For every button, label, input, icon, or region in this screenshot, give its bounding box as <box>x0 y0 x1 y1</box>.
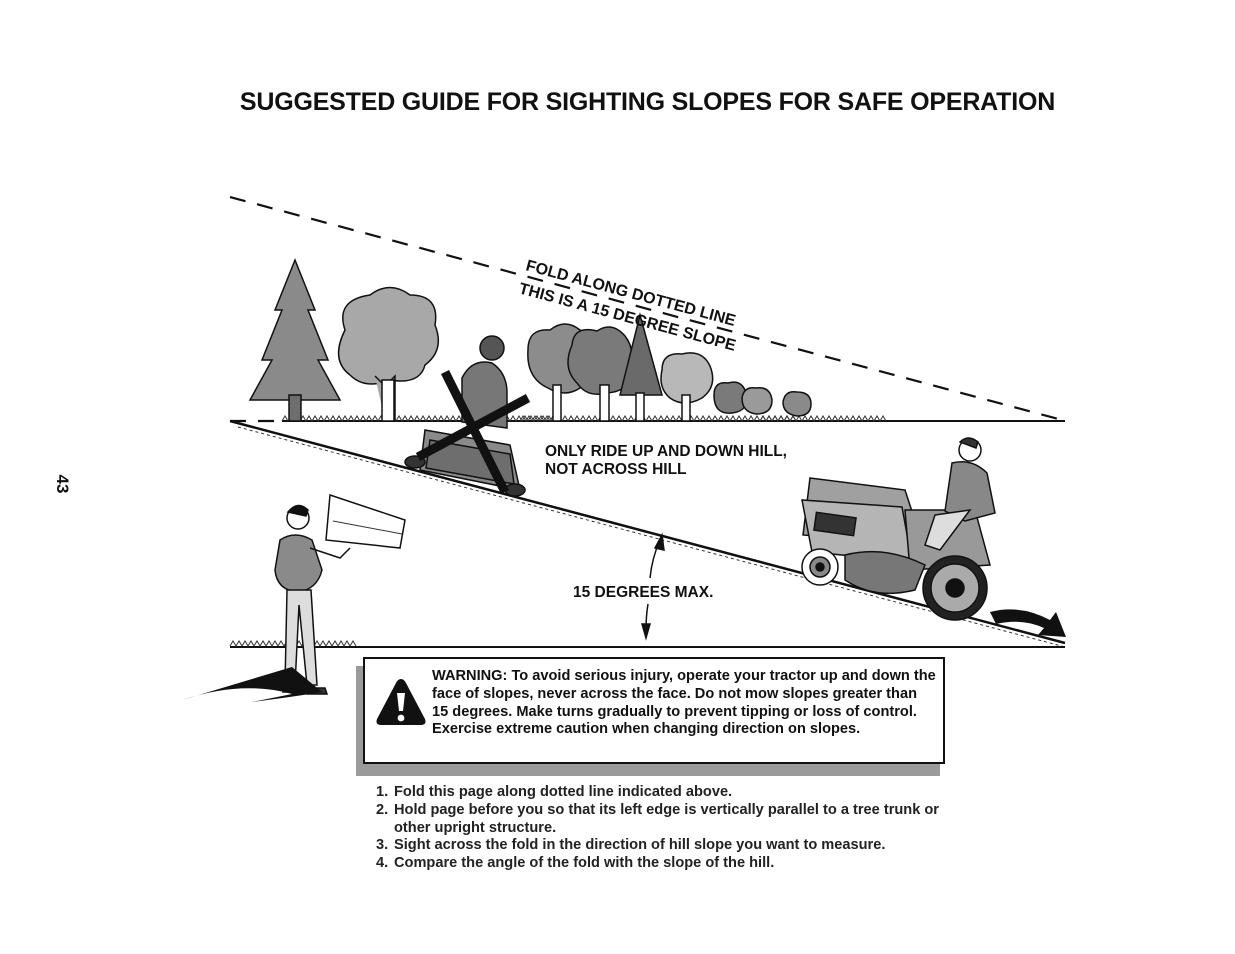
step-text: Fold this page along dotted line indicat… <box>394 784 733 800</box>
direction-arrow-icon <box>990 609 1066 637</box>
page-title: SUGGESTED GUIDE FOR SIGHTING SLOPES FOR … <box>239 88 1056 116</box>
step-text: Compare the angle of the fold with the s… <box>394 855 775 872</box>
max-angle-label: 15 DEGREES MAX. <box>573 584 714 601</box>
angle-indicator <box>641 532 665 641</box>
ride-instruction-line-2: NOT ACROSS HILL <box>545 461 687 478</box>
step-number: 3. <box>376 837 389 854</box>
tractor-up-hill <box>801 437 996 621</box>
step-text: Hold page before you so that its left ed… <box>394 801 939 836</box>
list-item: 4. Compare the angle of the fold with th… <box>376 855 976 873</box>
step-number: 2. <box>376 801 389 818</box>
hill-slope-line <box>229 419 1066 645</box>
prohibited-x-icon <box>415 369 531 495</box>
upper-grass <box>281 415 887 422</box>
warning-box: WARNING: To avoid serious injury, operat… <box>363 657 945 764</box>
fold-dotted-line <box>229 195 1063 422</box>
step-number: 1. <box>376 784 389 800</box>
tree-cluster <box>527 312 812 422</box>
ride-instruction-label: ONLY RIDE UP AND DOWN HILL, NOT ACROSS H… <box>545 443 845 479</box>
warning-text: WARNING: To avoid serious injury, operat… <box>432 668 936 738</box>
step-number: 4. <box>376 855 389 872</box>
ride-instruction-line-1: ONLY RIDE UP AND DOWN HILL, <box>545 443 787 460</box>
instruction-list: 1. Fold this page along dotted line indi… <box>376 784 976 873</box>
person-shadow <box>182 664 322 702</box>
list-item: 2. Hold page before you so that its left… <box>376 802 976 838</box>
tall-pine-tree <box>248 257 342 422</box>
list-item: 1. Fold this page along dotted line indi… <box>376 784 976 802</box>
list-item: 3. Sight across the fold in the directio… <box>376 837 976 855</box>
round-tree-1 <box>337 286 440 422</box>
step-text: Sight across the fold in the direction o… <box>394 837 886 854</box>
warning-triangle-icon <box>376 679 426 725</box>
